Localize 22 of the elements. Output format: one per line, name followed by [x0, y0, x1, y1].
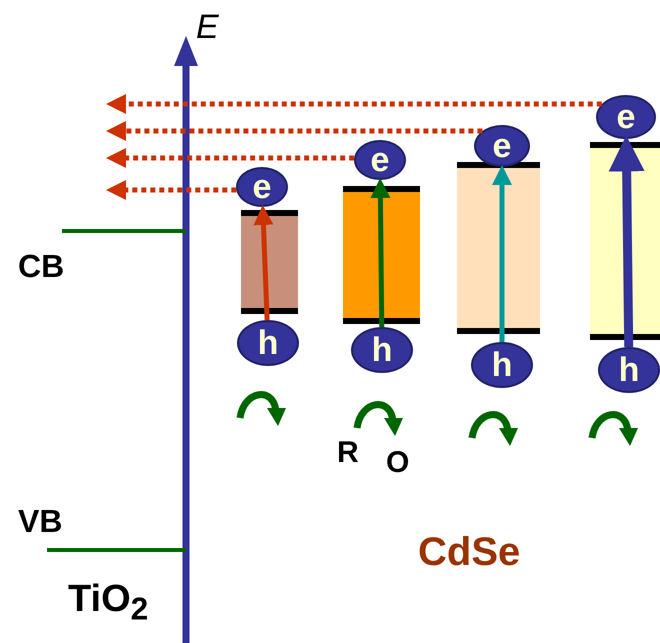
- dotted-arrow: [106, 148, 354, 168]
- dotted-arrow: [106, 121, 482, 141]
- material-label: CdSe: [418, 530, 520, 575]
- material-label: TiO$_{2}$: [68, 578, 148, 628]
- carrier-circle: h: [237, 320, 299, 366]
- dotted-arrow: [106, 94, 602, 114]
- arrow: [492, 165, 512, 342]
- carrier-circle: e: [474, 125, 530, 167]
- arrow: [370, 178, 390, 328]
- dotted-arrow: [106, 180, 236, 200]
- carrier-circle: e: [354, 140, 406, 180]
- carrier-circle: h: [351, 327, 413, 373]
- carrier-circle: h: [598, 347, 660, 393]
- band-label: CB: [18, 248, 64, 285]
- reaction-label: O: [386, 446, 410, 480]
- carrier-circle: e: [236, 167, 288, 207]
- carrier-circle: h: [471, 342, 533, 388]
- reaction-label: R: [337, 436, 359, 470]
- carrier-circle: e: [596, 95, 656, 139]
- band-label: VB: [18, 503, 62, 540]
- axis-label: E: [196, 8, 219, 47]
- arrow: [253, 205, 274, 320]
